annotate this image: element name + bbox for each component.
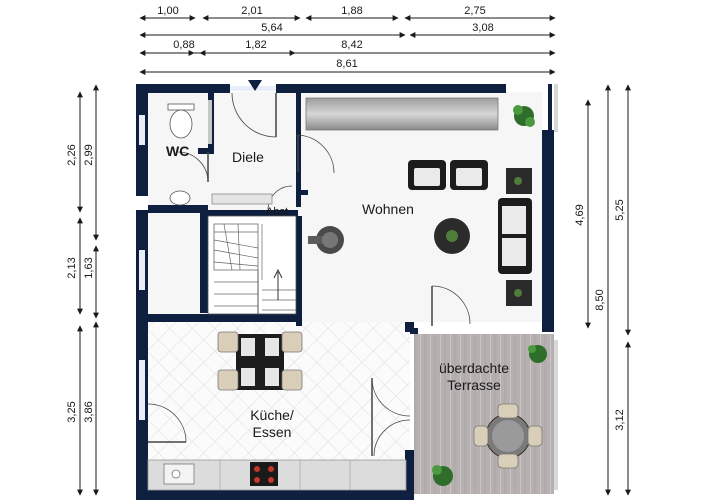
dim-left-3: 2,13	[66, 257, 78, 278]
wohnen-room: Wohnen	[305, 97, 535, 326]
dim-top-9: 8,42	[341, 39, 362, 51]
dim-top-4: 2,75	[464, 5, 485, 17]
kitchen-room: Küche/ Essen	[147, 331, 411, 491]
walls	[136, 84, 554, 500]
dim-top-5: 5,64	[261, 22, 282, 34]
wc-shelf	[208, 100, 212, 144]
room-label-kueche-1: Küche/	[250, 407, 294, 423]
dim-left-2: 2,99	[83, 144, 95, 165]
wc-room: WC	[166, 100, 212, 206]
dim-left-6: 3,86	[83, 401, 95, 422]
plant-terrace-top	[528, 345, 547, 363]
diele-room: Diele Abst	[211, 80, 335, 218]
room-label-terrasse-2: Terrasse	[447, 377, 501, 393]
sideboard	[305, 97, 499, 131]
room-label-diele: Diele	[232, 149, 264, 165]
armchair-left	[408, 160, 446, 190]
toilet-tank	[167, 103, 195, 111]
floor-lamp	[308, 226, 344, 254]
dining-table	[217, 331, 303, 391]
dim-right-4: 3,12	[614, 409, 626, 430]
room-label-wohnen: Wohnen	[362, 201, 414, 217]
dim-top-6: 3,08	[472, 22, 493, 34]
dim-top-8: 1,82	[245, 39, 266, 51]
dim-right-1: 4,69	[574, 204, 586, 225]
terrace: überdachte Terrasse	[432, 84, 558, 490]
sofa	[498, 198, 532, 274]
dimension-lines-top: 1,00 2,01 1,88 2,75 5,64 3,08 0,88 1,82 …	[139, 5, 556, 75]
armchair-right	[450, 160, 488, 190]
room-label-kueche-2: Essen	[253, 424, 292, 440]
terrace-table	[473, 403, 543, 469]
dim-top-2: 2,01	[241, 5, 262, 17]
dim-left-5: 3,25	[66, 401, 78, 422]
dim-right-3: 5,25	[614, 199, 626, 220]
plant-terrace-bottom	[432, 465, 453, 486]
toilet-bowl	[169, 109, 193, 139]
wc-sink	[169, 190, 191, 206]
kitchen-door-swing-left	[147, 403, 187, 443]
dim-top-3: 1,88	[341, 5, 362, 17]
dim-top-7: 0,88	[173, 39, 194, 51]
cooktop	[250, 462, 278, 486]
staircase	[207, 215, 297, 315]
entrance-arrow	[248, 80, 262, 91]
dim-top-1: 1,00	[157, 5, 178, 17]
room-label-terrasse-1: überdachte	[439, 360, 509, 376]
dim-right-2: 8,50	[594, 289, 606, 310]
terrace-door-swing	[431, 285, 471, 325]
room-label-abst: Abst	[266, 206, 288, 218]
dimension-lines-left: 2,26 2,99 2,13 1,63 3,25 3,86	[66, 84, 99, 496]
abst-door-swing	[267, 185, 293, 211]
terrace-door-swing-2	[373, 419, 411, 457]
dim-left-1: 2,26	[66, 144, 78, 165]
dimension-lines-right: 4,69 8,50 5,25 3,12	[574, 84, 631, 496]
dim-top-10: 8,61	[336, 58, 357, 70]
coat-bench	[211, 193, 273, 205]
dim-left-4: 1,63	[83, 257, 95, 278]
plant-wohnen	[513, 105, 535, 127]
entry-door-swing	[231, 92, 277, 138]
room-label-wc: WC	[166, 143, 189, 159]
diele-door-swing	[295, 134, 335, 174]
stair-direction-arrow	[273, 268, 283, 300]
